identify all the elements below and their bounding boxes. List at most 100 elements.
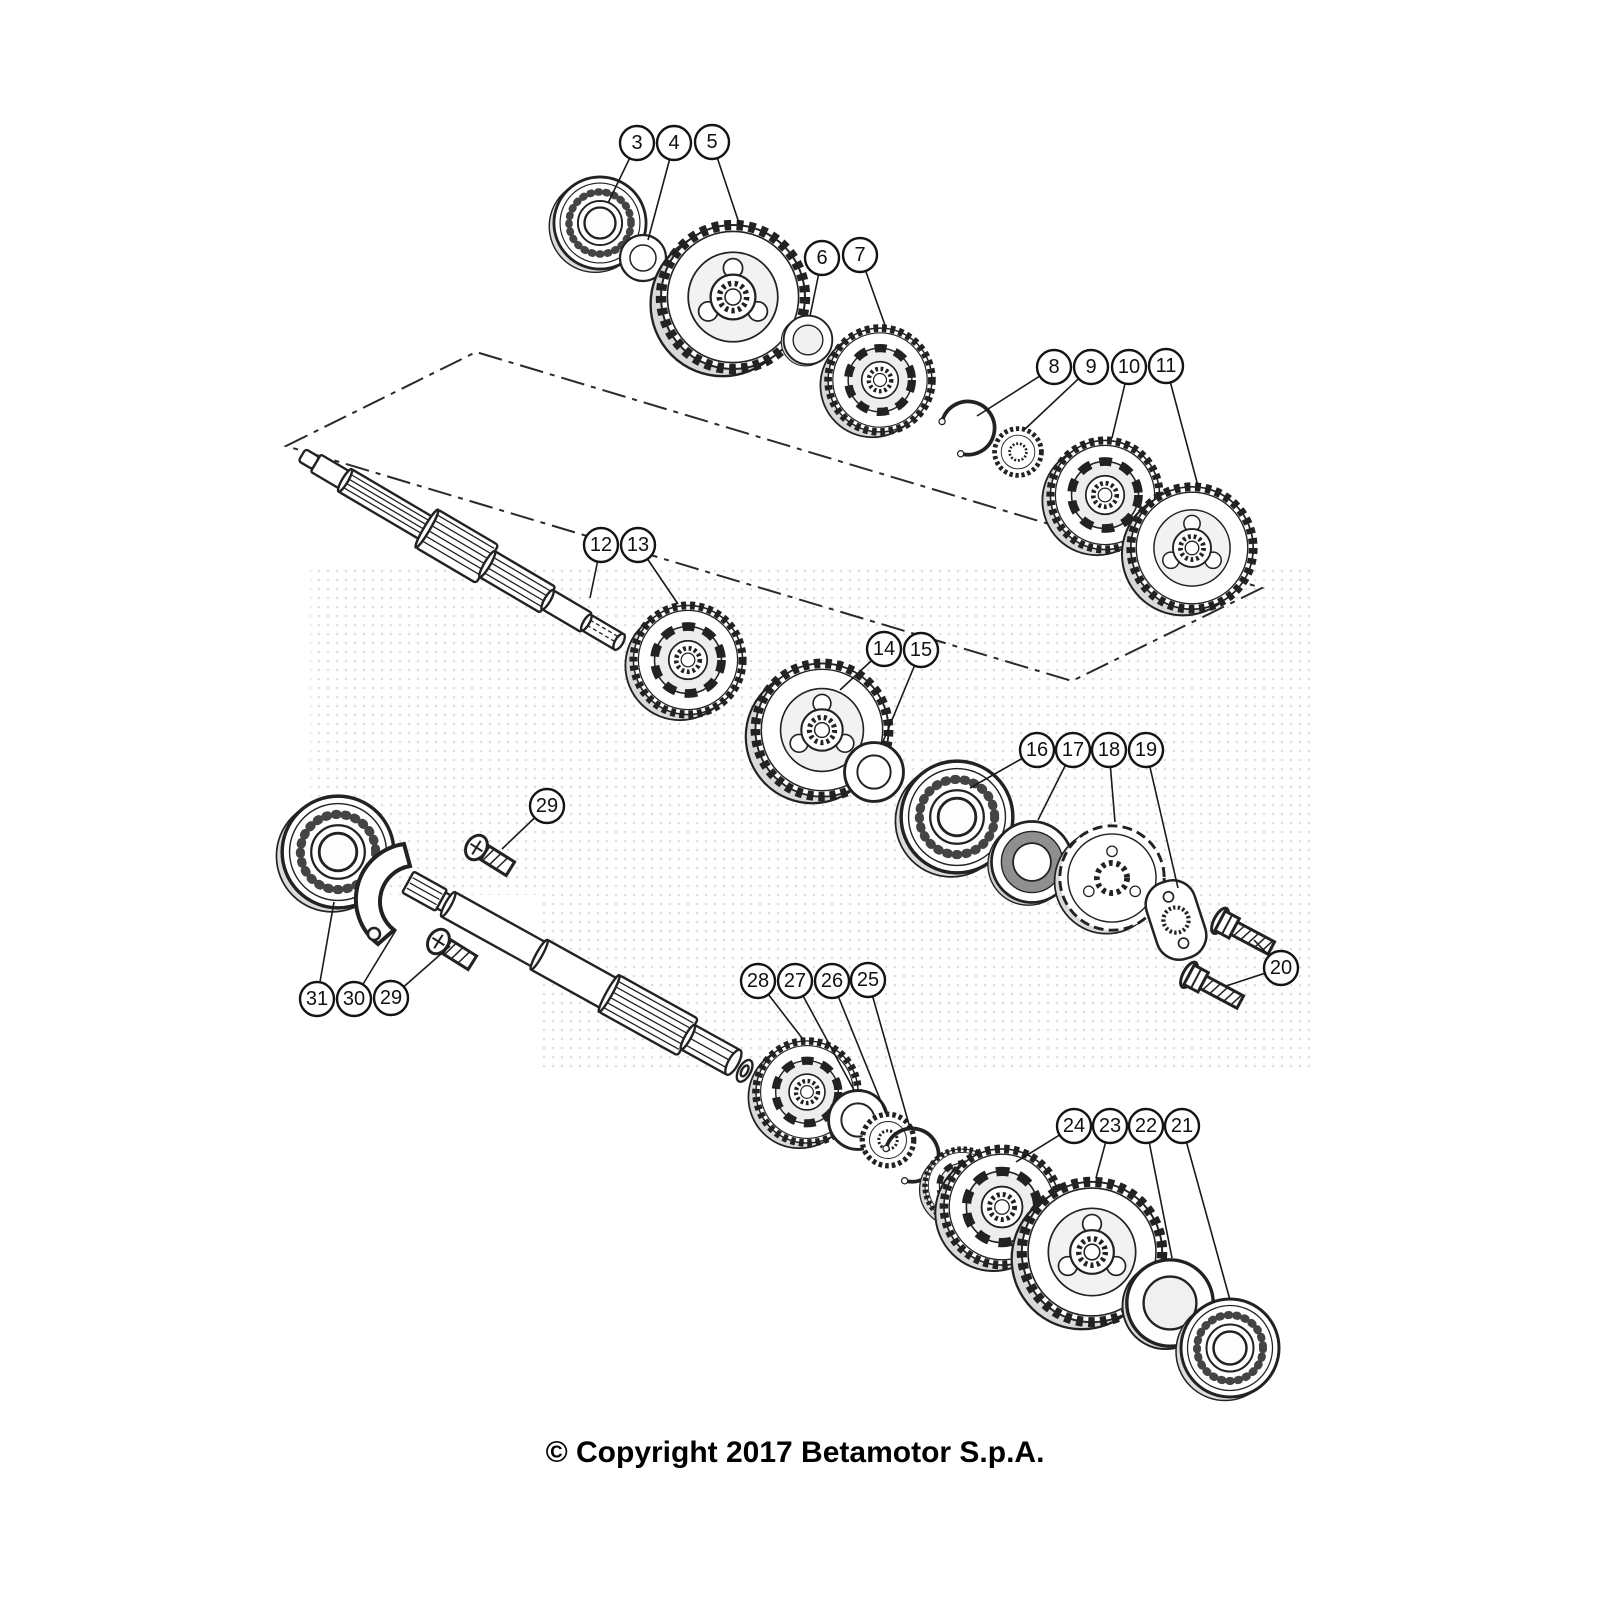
callout-circle: [776, 962, 814, 1000]
gear-part: [651, 225, 805, 376]
callout-circle: [298, 980, 336, 1018]
callout-number: 5: [706, 131, 717, 153]
callout-26-splined-washer: 26: [813, 962, 887, 1115]
callout-circle: [1147, 347, 1185, 385]
callout-leader-line: [1181, 1125, 1231, 1301]
callout-number: 11: [1156, 355, 1177, 377]
callout-circle: [655, 124, 693, 162]
callout-25-snap-ring: 25: [849, 961, 911, 1129]
callout-number: 23: [1099, 1115, 1121, 1137]
callout-circle: [582, 526, 620, 564]
callout-number: 8: [1048, 356, 1059, 378]
callout-number: 9: [1085, 356, 1096, 378]
callout-30-retainer-clip: 30: [335, 929, 397, 1018]
callout-29-screw: 29: [372, 945, 451, 1017]
callout-circle: [693, 123, 731, 161]
callout-number: 28: [747, 970, 769, 992]
callout-leader-line: [1145, 1125, 1173, 1259]
callout-circle: [1110, 348, 1148, 386]
callout-number: 14: [873, 638, 895, 660]
callout-11-gear: 11: [1147, 347, 1199, 487]
callout-circle: [1262, 949, 1300, 987]
callout-15-washer: 15: [881, 631, 940, 745]
callout-circle: [813, 962, 851, 1000]
callout-circle: [1072, 348, 1110, 386]
callout-leader-line: [831, 980, 887, 1115]
callout-number: 29: [380, 987, 402, 1009]
callout-number: 19: [1135, 739, 1157, 761]
gear-part: [1122, 487, 1253, 616]
callout-22-spacer: 22: [1127, 1107, 1173, 1259]
callout-leader-line: [1145, 749, 1179, 889]
callout-number: 4: [668, 132, 679, 154]
callout-circle: [1163, 1107, 1201, 1145]
callout-number: 15: [910, 639, 932, 661]
callout-4-washer: 4: [647, 124, 693, 241]
callout-circle: [528, 787, 566, 825]
callout-9-splined-washer: 9: [1023, 348, 1110, 431]
callout-number: 16: [1026, 739, 1048, 761]
callout-circle: [619, 526, 657, 564]
callout-31-ball-bearing: 31: [298, 901, 336, 1018]
callout-number: 6: [816, 247, 827, 269]
assembly-boundary-dashdot: [283, 350, 1265, 683]
callout-circle: [1018, 731, 1056, 769]
callout-19-retainer-plate: 19: [1127, 731, 1179, 889]
callout-number: 18: [1098, 739, 1120, 761]
washer-part: [843, 741, 905, 803]
callout-circle: [803, 239, 841, 277]
callout-29-screw: 29: [501, 787, 566, 850]
watermark-halftone: [310, 565, 1310, 1070]
callout-circle: [1127, 1107, 1165, 1145]
callout-number: 25: [857, 969, 879, 991]
callout-20-bolt: 20: [1225, 939, 1300, 987]
callout-number: 12: [590, 534, 612, 556]
callout-number: 30: [343, 988, 365, 1010]
parts-layer: [276, 177, 1279, 1401]
callout-27-washer: 27: [776, 962, 855, 1091]
callout-3-ball-bearing: 3: [607, 124, 656, 204]
callout-number: 27: [784, 970, 806, 992]
callout-17-seal-ring: 17: [1037, 731, 1092, 821]
callout-circle: [841, 236, 879, 274]
bushing-part: [780, 314, 834, 367]
callout-number: 10: [1118, 356, 1140, 378]
callout-number: 13: [627, 534, 649, 556]
callout-circle: [1035, 348, 1073, 386]
callout-circle: [849, 961, 887, 999]
callout-circle: [1127, 731, 1165, 769]
callout-circle: [865, 630, 903, 668]
callout-number: 26: [821, 970, 843, 992]
callout-16-ball-bearing: 16: [969, 731, 1056, 789]
splined-washer-part: [995, 429, 1042, 476]
callout-number: 22: [1135, 1115, 1157, 1137]
callout-21-ball-bearing: 21: [1163, 1107, 1231, 1301]
callout-10-gear: 10: [1110, 348, 1148, 439]
callout-7-gear: 7: [841, 236, 887, 329]
callout-number: 21: [1171, 1115, 1193, 1137]
callout-18-sprocket-plate: 18: [1090, 731, 1128, 823]
callout-circle: [1091, 1107, 1129, 1145]
callout-number: 7: [854, 244, 865, 266]
callout-circle: [739, 962, 777, 1000]
copyright-text: © Copyright 2017 Betamotor S.p.A.: [546, 1436, 1045, 1469]
callout-24-gear-cluster: 24: [1015, 1107, 1093, 1163]
callout-12-main-shaft: 12: [582, 526, 620, 599]
callout-8-snap-ring: 8: [976, 348, 1073, 417]
callout-5-gear: 5: [693, 123, 741, 227]
main-shaft: [298, 448, 627, 651]
callout-circle: [1054, 731, 1092, 769]
callout-circle: [1055, 1107, 1093, 1145]
gear-part: [625, 605, 742, 720]
callout-circle: [335, 980, 373, 1018]
callout-circle: [902, 631, 940, 669]
callout-leader-line: [794, 980, 855, 1091]
callout-leader-line: [1165, 365, 1199, 487]
callout-28-gear: 28: [739, 962, 803, 1039]
callout-14-gear: 14: [839, 630, 903, 691]
callout-number: 24: [1063, 1115, 1085, 1137]
retainer-clip-part: [353, 841, 413, 947]
